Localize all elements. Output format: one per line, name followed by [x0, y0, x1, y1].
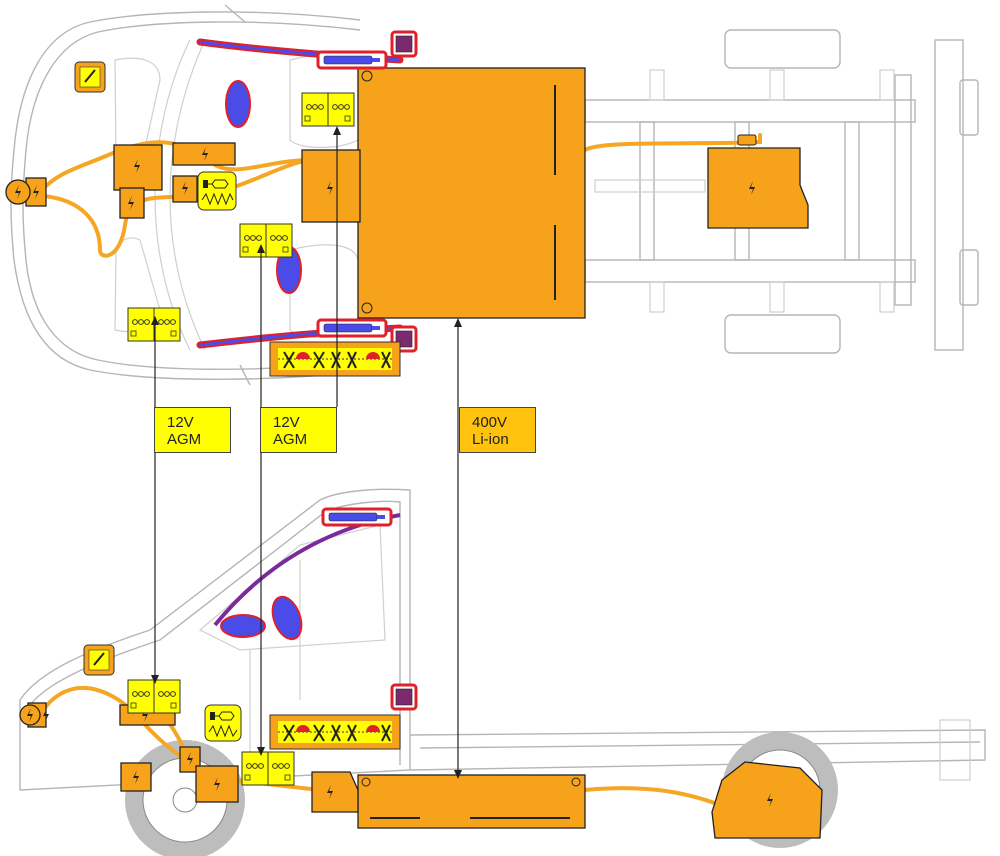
hv-inverter-top: [301, 149, 361, 223]
12v-battery-icon: [127, 679, 181, 714]
cab-outline-side: [19, 488, 986, 791]
top-view: [5, 4, 979, 386]
label-12v-agm-seat: 12V AGM: [260, 407, 337, 453]
seatbelt-pretensioner-icon: [269, 341, 401, 377]
12v-battery-icon: [241, 751, 295, 786]
airbag-icon: [220, 614, 266, 638]
hv-components-front-side: [19, 702, 239, 803]
side-view: [19, 488, 986, 856]
hv-rear-motor-top: [707, 134, 809, 229]
airbag-icon: [271, 595, 303, 641]
label-type: Li-ion: [472, 431, 509, 448]
service-disconnect-top: [74, 61, 106, 93]
label-type: AGM: [273, 431, 308, 448]
gas-strut-icon: [316, 318, 388, 338]
control-unit-icon: [390, 30, 418, 58]
12v-battery-icon: [239, 223, 293, 258]
label-voltage: 12V: [273, 414, 300, 431]
airbag-icon: [225, 80, 251, 128]
gas-generator-icon: [197, 171, 237, 211]
hv-battery-top: [357, 67, 586, 319]
gas-strut-icon: [321, 507, 393, 527]
curtain-airbag-icon: [213, 513, 401, 627]
hv-battery-side: [357, 774, 586, 829]
label-voltage: 12V: [167, 414, 194, 431]
hv-inverter-side: [311, 771, 359, 813]
hv-rear-motor-side: [711, 761, 823, 839]
label-12v-agm-front: 12V AGM: [154, 407, 231, 453]
label-type: AGM: [167, 431, 202, 448]
hv-components-front-top: [5, 142, 236, 219]
leader-lines: [151, 126, 462, 779]
gas-generator-icon: [204, 704, 242, 742]
label-voltage: 400V: [472, 414, 508, 431]
label-400v-li-ion: 400V Li-ion: [459, 407, 536, 453]
12v-battery-icon: [301, 92, 355, 127]
service-disconnect-side: [83, 644, 115, 676]
gas-strut-icon: [316, 50, 388, 70]
seatbelt-pretensioner-icon: [269, 714, 401, 750]
control-unit-icon: [390, 683, 418, 711]
